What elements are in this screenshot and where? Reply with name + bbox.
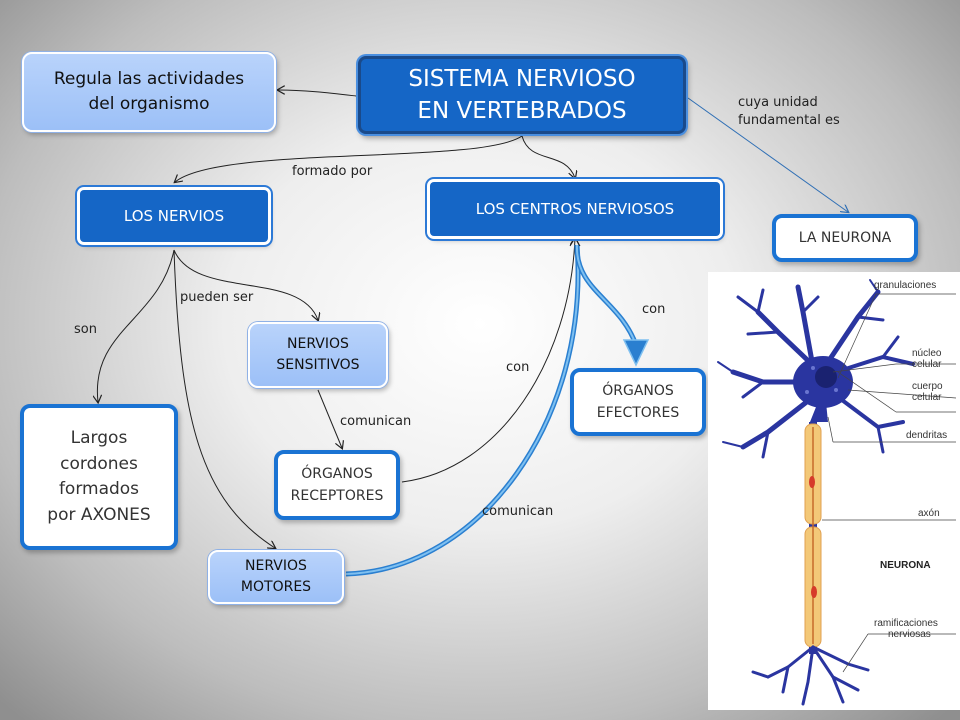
organos-receptores-node[interactable]: ÓRGANOS RECEPTORES — [274, 450, 400, 520]
largos-line4: por AXONES — [47, 504, 151, 525]
los-nervios-node[interactable]: LOS NERVIOS — [80, 190, 268, 242]
centros-nerviosos-node[interactable]: LOS CENTROS NERVIOSOS — [430, 182, 720, 236]
largos-line2: cordones — [60, 453, 138, 474]
link-sensitivos-receptores — [317, 389, 342, 448]
largos-cordones-node[interactable]: Largos cordones formados por AXONES — [20, 404, 178, 550]
sensitivos-line2: SENSITIVOS — [276, 357, 360, 373]
link-title-nervios — [175, 135, 523, 182]
label-granulaciones: granulaciones — [874, 280, 936, 291]
la-neurona-label: LA NEURONA — [798, 230, 892, 246]
label-nucleo-2: celular — [912, 359, 942, 370]
motores-line1: NERVIOS — [245, 558, 307, 574]
neuron-drawing: granulaciones núcleo celular cuerpo celu… — [717, 279, 957, 706]
la-neurona-node[interactable]: LA NEURONA — [772, 214, 918, 262]
label-neurona: NEURONA — [880, 560, 931, 571]
link-motores-centros — [345, 244, 581, 577]
main-title-line1: SISTEMA NERVIOSO — [408, 65, 636, 92]
receptores-line1: ÓRGANOS — [301, 465, 373, 482]
link-title-neurona — [687, 97, 848, 212]
regula-node[interactable]: Regula las actividades del organismo — [22, 52, 276, 132]
label-cuya-unidad: cuya unidad fundamental es — [738, 94, 840, 130]
nervios-motores-node[interactable]: NERVIOS MOTORES — [208, 550, 344, 604]
link-title-regula — [278, 90, 357, 97]
label-comunican-mid: comunican — [340, 414, 412, 429]
largos-line3: formados — [58, 479, 140, 499]
label-son: son — [74, 322, 97, 337]
label-comunican-bottom: comunican — [482, 504, 554, 519]
link-nervios-motores — [173, 249, 275, 548]
efectores-arrowhead — [622, 339, 650, 367]
centros-nerviosos-label: LOS CENTROS NERVIOSOS — [475, 200, 675, 218]
label-dendritas: dendritas — [906, 430, 947, 441]
label-cuerpo-1: cuerpo — [912, 381, 943, 392]
link-nervios-largos — [97, 249, 175, 402]
receptores-line2: RECEPTORES — [290, 488, 384, 504]
label-ramif-2: nerviosas — [888, 629, 931, 640]
label-cuerpo-2: celular — [912, 392, 942, 403]
label-con-mid: con — [506, 360, 530, 375]
organos-efectores-node[interactable]: ÓRGANOS EFECTORES — [570, 368, 706, 436]
regula-line2: del organismo — [88, 94, 210, 114]
motores-line2: MOTORES — [240, 579, 312, 595]
label-nucleo-1: núcleo — [912, 348, 942, 359]
link-receptores-centros — [401, 238, 575, 483]
link-nervios-sensitivos — [173, 249, 318, 320]
sensitivos-line1: NERVIOS — [287, 336, 349, 352]
label-ramif-1: ramificaciones — [874, 618, 938, 629]
label-formado-por: formado por — [292, 164, 373, 179]
largos-line1: Largos — [70, 428, 128, 448]
regula-line1: Regula las actividades — [53, 68, 245, 89]
main-title-line2: EN VERTEBRADOS — [417, 98, 627, 124]
label-con-right: con — [642, 302, 666, 317]
nervios-sensitivos-node[interactable]: NERVIOS SENSITIVOS — [248, 322, 388, 388]
label-pueden-ser: pueden ser — [180, 290, 254, 305]
neuron-illustration: granulaciones núcleo celular cuerpo celu… — [708, 272, 960, 710]
los-nervios-label: LOS NERVIOS — [123, 207, 225, 225]
efectores-line1: ÓRGANOS — [602, 382, 674, 399]
label-cuya-unidad-1: cuya unidad — [738, 95, 818, 110]
link-centros-efectores — [574, 244, 639, 346]
link-title-centros — [521, 135, 575, 178]
label-cuya-unidad-2: fundamental es — [738, 113, 840, 129]
main-title-node[interactable]: SISTEMA NERVIOSO EN VERTEBRADOS — [358, 56, 686, 134]
label-axon: axón — [918, 508, 940, 519]
efectores-line2: EFECTORES — [596, 405, 680, 421]
